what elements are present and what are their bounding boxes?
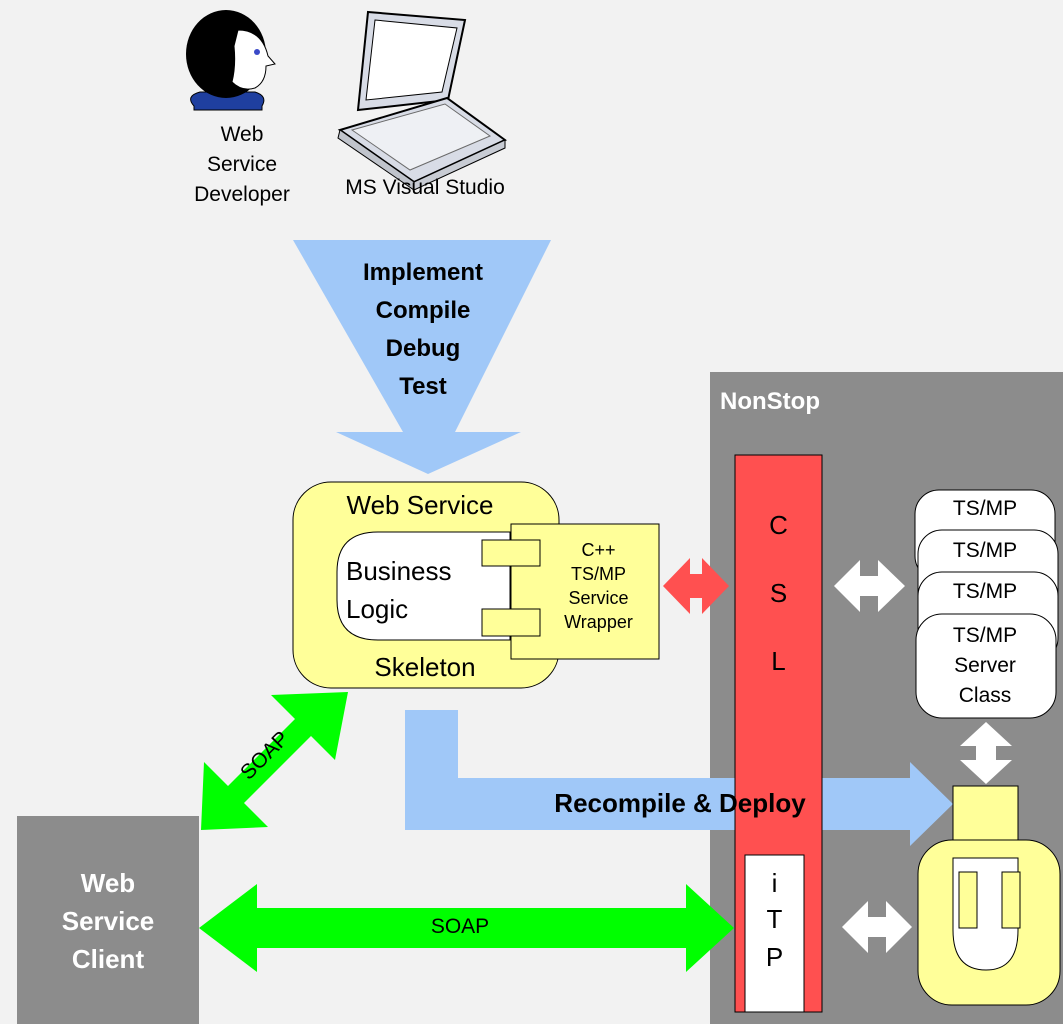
server-vertical-arrow	[960, 722, 1012, 784]
itp-box	[744, 854, 805, 1013]
wrapper-tab-top	[481, 539, 541, 567]
soap-horizontal-label: SOAP	[430, 915, 490, 938]
wrapper-csl-arrow	[663, 558, 729, 614]
dev-step-debug: Debug	[385, 335, 461, 362]
laptop-icon	[337, 10, 507, 191]
nonstop-title: NonStop	[720, 388, 820, 415]
server-front-line1: TS/MP	[952, 624, 1018, 647]
studio-label: MS Visual Studio	[345, 176, 505, 199]
business-logic-line2: Logic	[346, 594, 409, 624]
soap-horizontal-arrow	[199, 884, 734, 972]
device-slot-right	[1001, 871, 1021, 929]
recompile-label: Recompile & Deploy	[554, 788, 806, 818]
itp-letter-t: T	[766, 904, 783, 934]
dev-step-compile: Compile	[375, 297, 471, 324]
wrapper-tab-bottom	[481, 608, 541, 637]
itp-letter-i: i	[771, 868, 778, 898]
server-card-front	[915, 613, 1057, 719]
skeleton-label: Skeleton	[374, 652, 476, 682]
client-label: Web Service Client	[17, 864, 199, 978]
dev-step-test: Test	[399, 373, 447, 400]
developer-label: Web Service Developer	[186, 120, 298, 210]
client-box	[17, 816, 199, 1024]
client-line2: Service	[61, 906, 155, 936]
server-card-1-label: TS/MP	[952, 497, 1018, 520]
wrapper-label: C++ TS/MP Service Wrapper	[540, 538, 657, 634]
device-slot-left	[958, 871, 978, 929]
business-logic-box	[336, 531, 511, 641]
csl-letter-l: L	[771, 646, 786, 676]
client-line1: Web	[80, 868, 136, 898]
server-front-line2: Server	[954, 654, 1016, 677]
developer-person-icon	[186, 10, 276, 111]
wrapper-line3: Service	[568, 588, 629, 608]
csl-letter-c: C	[769, 510, 788, 540]
wrapper-line1: C++	[581, 540, 616, 560]
developer-label-line1: Web	[220, 123, 264, 146]
dev-step-implement: Implement	[362, 259, 484, 286]
server-front-label: TS/MP Server Class	[915, 621, 1055, 711]
itp-letter-p: P	[765, 942, 784, 972]
csl-letter-s: S	[769, 578, 788, 608]
wrapper-line2: TS/MP	[570, 564, 626, 584]
server-card-2-label: TS/MP	[952, 539, 1018, 562]
dev-funnel-arrow	[293, 240, 551, 474]
client-line3: Client	[71, 944, 145, 974]
wrapper-line4: Wrapper	[564, 612, 633, 632]
developer-label-line2: Service	[206, 153, 278, 176]
business-logic-label: Business Logic	[346, 552, 452, 628]
developer-label-line3: Developer	[194, 183, 290, 206]
server-front-line3: Class	[958, 684, 1012, 707]
web-service-title: Web Service	[346, 490, 494, 520]
server-card-3-label: TS/MP	[952, 580, 1018, 603]
csl-server-arrow	[834, 560, 905, 612]
business-logic-line1: Business	[346, 556, 452, 586]
soap-diagonal-arrow	[201, 692, 348, 830]
itp-device-arrow	[842, 901, 912, 953]
dev-steps: Implement Compile Debug Test	[333, 254, 513, 406]
